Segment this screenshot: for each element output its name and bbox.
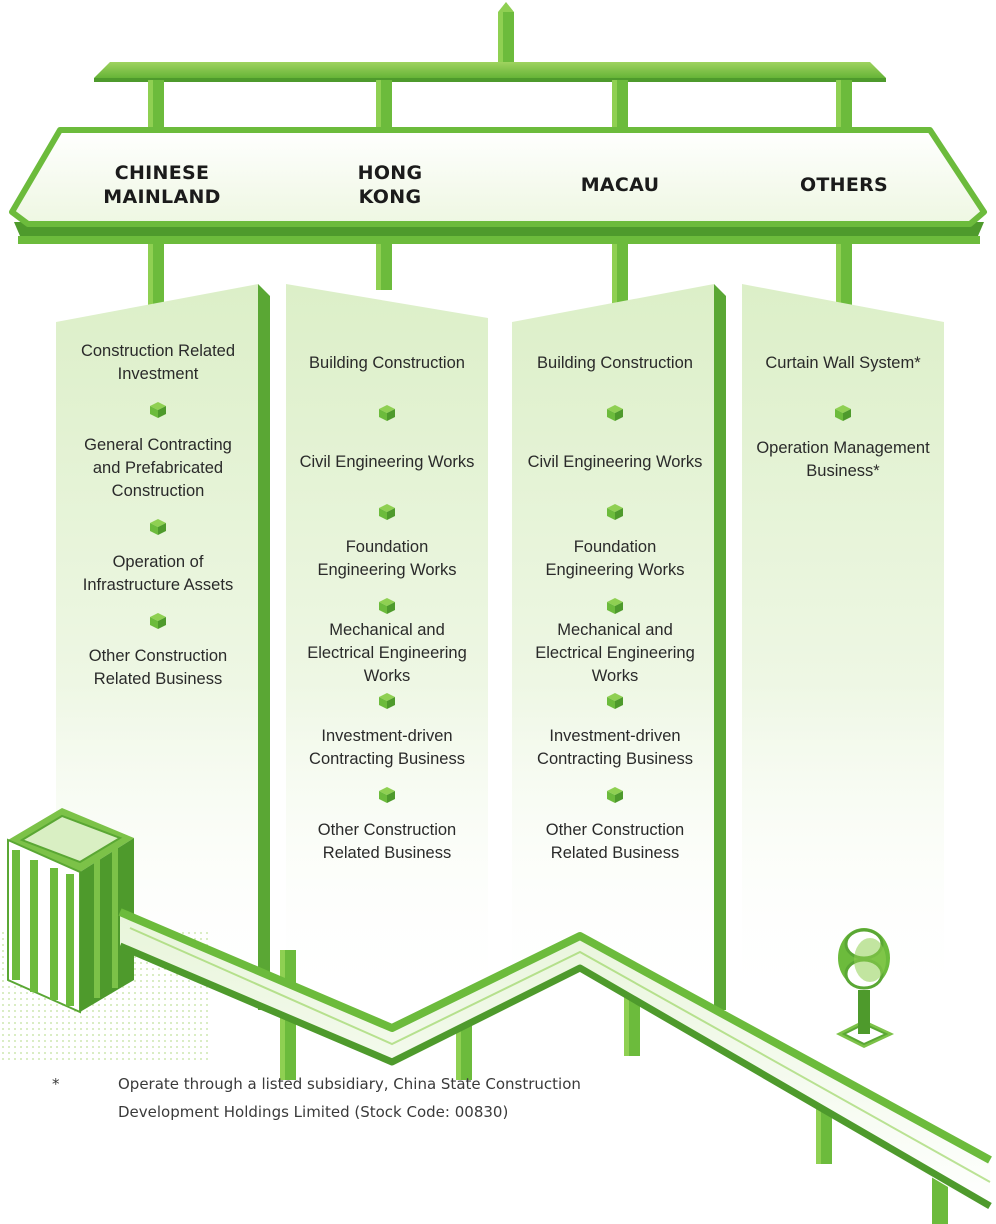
region-macau: MACAU <box>580 174 660 196</box>
list-item: Foundation Engineering Works <box>545 538 685 579</box>
upper-posts <box>148 80 852 132</box>
region-hong-kong: HONG KONG <box>357 162 423 208</box>
cube-icon <box>150 402 166 418</box>
list-item: Construction Related Investment <box>80 342 236 383</box>
building-icon <box>7 808 134 1014</box>
cube-icon <box>379 504 395 520</box>
column-macau: Building Construction Civil Engineering … <box>514 352 716 865</box>
footnote-marker: * <box>52 1075 60 1093</box>
cube-icon <box>607 693 623 709</box>
list-item: Operation Management Business* <box>756 439 930 480</box>
column-chinese-mainland: Construction Related Investment General … <box>58 340 258 691</box>
cube-icon <box>150 519 166 535</box>
cube-icon <box>150 613 166 629</box>
footnote: * Operate through a listed subsidiary, C… <box>52 1070 752 1126</box>
cube-icon <box>379 598 395 614</box>
list-item: Civil Engineering Works <box>527 453 703 471</box>
top-bar <box>94 62 886 82</box>
list-item: Investment-driven Contracting Business <box>537 727 693 768</box>
cube-icon <box>835 405 851 421</box>
cube-icon <box>379 787 395 803</box>
list-item: General Contracting and Prefabricated Co… <box>84 436 232 500</box>
list-item: Other Construction Related Business <box>545 821 685 862</box>
list-item: Other Construction Related Business <box>88 647 228 688</box>
region-chinese-mainland: CHINESE MAINLAND <box>103 162 221 208</box>
list-item: Other Construction Related Business <box>317 821 457 862</box>
list-item: Civil Engineering Works <box>299 453 475 471</box>
column-others: Curtain Wall System* Operation Managemen… <box>742 352 944 483</box>
list-item: Building Construction <box>309 354 465 372</box>
list-item: Operation of Infrastructure Assets <box>82 553 234 594</box>
cube-icon <box>379 693 395 709</box>
cube-icon <box>607 504 623 520</box>
list-item: Curtain Wall System* <box>765 354 921 372</box>
top-connector <box>498 2 514 64</box>
cube-icon <box>607 405 623 421</box>
region-others: OTHERS <box>799 174 889 196</box>
footnote-text: Operate through a listed subsidiary, Chi… <box>118 1075 581 1121</box>
list-item: Foundation Engineering Works <box>317 538 457 579</box>
cube-icon <box>607 787 623 803</box>
regions-banner <box>9 127 987 244</box>
list-item: Investment-driven Contracting Business <box>309 727 465 768</box>
column-hong-kong: Building Construction Civil Engineering … <box>286 352 488 865</box>
lower-posts <box>148 244 852 306</box>
tree-icon <box>836 928 894 1048</box>
cube-icon <box>607 598 623 614</box>
list-item: Mechanical and Electrical Engineering Wo… <box>535 621 695 685</box>
list-item: Building Construction <box>537 354 693 372</box>
cube-icon <box>379 405 395 421</box>
road <box>118 908 992 1224</box>
list-item: Mechanical and Electrical Engineering Wo… <box>307 621 467 685</box>
